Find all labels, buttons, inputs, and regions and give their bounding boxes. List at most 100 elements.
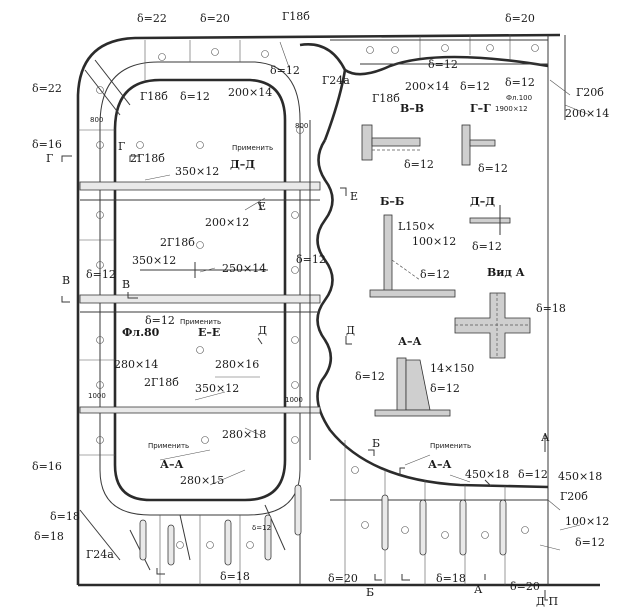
label-g24a-1: Г24а — [322, 74, 350, 87]
label-d12-gg: δ=12 — [478, 162, 508, 175]
label-d-2: Д — [346, 324, 355, 337]
label-g-left: Г — [46, 152, 53, 165]
label-vid-a: Вид А — [487, 266, 525, 279]
section-aa — [374, 357, 451, 417]
label-100x12-2: 100×12 — [565, 515, 609, 528]
label-v-1: В — [62, 274, 70, 287]
label-2g18b-4: 2Г18б — [160, 236, 195, 249]
label-g18b-top: Г18б — [282, 10, 310, 23]
label-d18-4: δ=18 — [436, 572, 466, 585]
label-g20b-2: Г20б — [560, 490, 588, 503]
label-d22-top: δ=22 — [137, 12, 167, 25]
label-d20-1: δ=20 — [328, 572, 358, 585]
label-d12-7: δ=12 — [86, 268, 116, 281]
label-350x12-2: 350×12 — [132, 254, 176, 267]
section-arrows — [61, 155, 548, 601]
label-ee: Е–Е — [198, 326, 220, 339]
label-e-2: Е — [350, 190, 358, 203]
label-d-1: Д — [258, 324, 267, 337]
label-d12-2: δ=12 — [270, 64, 300, 77]
label-1000a: 1000 — [88, 392, 106, 400]
frame-structure — [76, 33, 600, 587]
label-b-1: Б — [372, 437, 380, 450]
section-dd — [469, 205, 511, 235]
label-dp: Д П — [536, 595, 558, 608]
label-d20-2: δ=20 — [510, 580, 540, 593]
label-a-2: А — [474, 583, 483, 596]
slotted-stiffeners — [139, 484, 507, 566]
label-g24a-2: Г24а — [86, 548, 114, 561]
label-g18b-1: Г18б — [140, 90, 168, 103]
section-gg — [461, 124, 496, 166]
label-b-2: Б — [366, 586, 374, 599]
label-d12-3: δ=12 — [428, 58, 458, 71]
label-d18-1: δ=18 — [50, 510, 80, 523]
label-aa-1: А–А — [398, 335, 421, 348]
label-g20b: Г20б — [576, 86, 604, 99]
label-d12-vv: δ=12 — [404, 158, 434, 171]
label-450x18-1: 450×18 — [465, 468, 509, 481]
label-250x14: 250×14 — [222, 262, 266, 275]
label-d12-11: δ=12 — [252, 524, 271, 532]
label-d12-bb: δ=12 — [420, 268, 450, 281]
label-d12-dd: δ=12 — [472, 240, 502, 253]
label-aa-3: А–А — [428, 458, 451, 471]
label-200x14-2: 200×14 — [405, 80, 449, 93]
label-d12-9: δ=12 — [430, 382, 460, 395]
label-g18b-2: Г18б — [372, 92, 400, 105]
label-200x12-1: 200×12 — [205, 216, 249, 229]
label-350x12-3: 350×12 — [195, 382, 239, 395]
section-vv — [361, 124, 421, 161]
label-a-1: А — [541, 431, 550, 444]
label-280x15: 280×15 — [180, 474, 224, 487]
label-v-2: В — [122, 278, 130, 291]
view-a-cross — [454, 292, 531, 359]
label-d12-1: δ=12 — [180, 90, 210, 103]
label-200x14-3: 200×14 — [565, 107, 609, 120]
label-2g18b-3: 2Г18б — [130, 152, 165, 165]
label-350x12-1: 350×12 — [175, 165, 219, 178]
label-d20-top: δ=20 — [200, 12, 230, 25]
label-fl100: Фл.100 — [506, 94, 532, 102]
label-d12-8: δ=12 — [145, 314, 175, 327]
label-800b: 800 — [295, 122, 308, 130]
label-1000b: 1000 — [285, 396, 303, 404]
label-100x12-1: 100×12 — [412, 235, 456, 248]
label-d16-bottom: δ=16 — [32, 460, 62, 473]
label-d22-left: δ=22 — [32, 82, 62, 95]
leader-lines — [144, 79, 591, 551]
label-800a: 800 — [90, 116, 103, 124]
lightening-holes — [96, 44, 539, 549]
label-primenit-1: Применить — [232, 144, 273, 152]
label-d18-3: δ=18 — [220, 570, 250, 583]
label-g-mid: Г — [118, 140, 125, 153]
dimension-labels: δ=22 δ=20 Г18б δ=20 δ=22 Г18б δ=12 200×1… — [32, 10, 609, 608]
label-14x150: 14×150 — [430, 362, 474, 375]
label-d18-2: δ=18 — [34, 530, 64, 543]
label-d12-10: δ=12 — [518, 468, 548, 481]
label-primenit-3: Применить — [148, 442, 189, 450]
label-primenit-4: Применить — [430, 442, 471, 450]
label-200x14-1: 200×14 — [228, 86, 272, 99]
label-e-1: Е — [258, 200, 266, 213]
label-d12-aa: δ=12 — [355, 370, 385, 383]
label-d16-left: δ=16 — [32, 138, 62, 151]
label-d20-topright: δ=20 — [505, 12, 535, 25]
label-aa-2: А–А — [160, 458, 183, 471]
label-d12-12: δ=12 — [575, 536, 605, 549]
label-d12-5: δ=12 — [505, 76, 535, 89]
label-vv: В–В — [400, 102, 424, 115]
label-l150: L150× — [398, 220, 436, 233]
label-d18-vida: δ=18 — [536, 302, 566, 315]
label-dd-1: Д–Д — [230, 158, 255, 171]
label-fl80: Фл.80 — [122, 326, 160, 339]
label-280x16: 280×16 — [215, 358, 259, 371]
label-280x18: 280×18 — [222, 428, 266, 441]
label-d12-6: δ=12 — [296, 253, 326, 266]
section-bb — [369, 214, 456, 298]
label-280x14: 280×14 — [114, 358, 158, 371]
label-1900x12: 1900×12 — [495, 105, 528, 113]
label-2g18b-5: 2Г18б — [144, 376, 179, 389]
